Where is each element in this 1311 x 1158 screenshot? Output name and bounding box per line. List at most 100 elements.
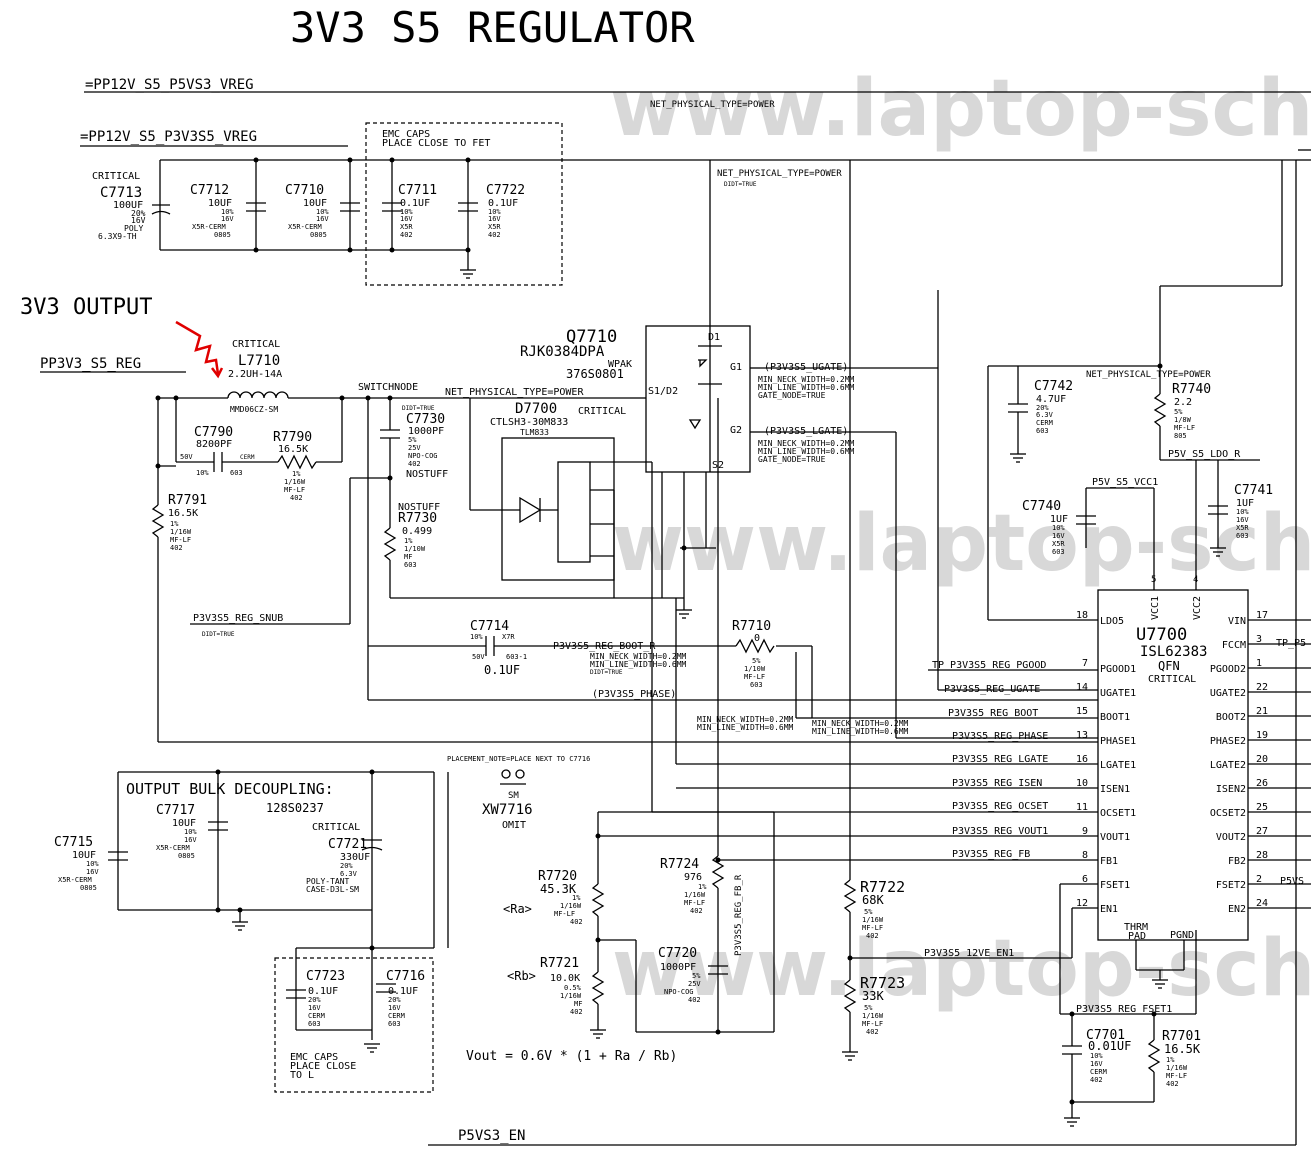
c7790-val: 8200PF	[196, 439, 232, 450]
c7715-a: 10%	[86, 860, 99, 868]
r7724-ref: R7724	[660, 857, 699, 872]
r7790-c: MF-LF	[284, 486, 305, 494]
emc-top-2: PLACE CLOSE TO FET	[382, 138, 490, 149]
u7700-pin-fset2: FSET2	[1216, 880, 1246, 891]
r7791-ref: R7791	[168, 493, 207, 508]
c7717-ref: C7717	[156, 803, 195, 818]
u7700-pin-num: 8	[1082, 850, 1088, 861]
svg-text:D1: D1	[708, 332, 720, 343]
c7721-a: 20%	[340, 862, 353, 870]
d7700-crit: CRITICAL	[578, 406, 626, 417]
c7741-val: 1UF	[1236, 498, 1254, 509]
c7722-d: 402	[488, 231, 501, 239]
input-caps	[151, 157, 478, 279]
u7700-body	[1097, 589, 1249, 941]
u7700-part: ISL62383	[1140, 644, 1207, 660]
gate-1: GATE_NODE=TRUE	[758, 391, 826, 400]
neck-4: MIN_NECK_WIDTH=0.2MM	[812, 719, 909, 728]
net-fb-r: P3V3S5_REG_FB_R	[734, 874, 744, 956]
c7716-a: 20%	[388, 996, 401, 1004]
c7722-a: 10%	[488, 208, 501, 216]
c7713-c: POLY	[124, 224, 143, 233]
r7740-ref: R7740	[1172, 382, 1211, 397]
c7710-c: X5R-CERM	[288, 223, 322, 231]
r7730-ns: NOSTUFF	[398, 502, 440, 513]
c7711-val: 0.1UF	[400, 198, 430, 209]
u7700-pin-boot1: BOOT1	[1100, 712, 1130, 723]
u7700-pin-num: 1	[1256, 658, 1262, 669]
c7710-d: 0805	[310, 231, 327, 239]
gate-2: GATE_NODE=TRUE	[758, 455, 826, 464]
c7720-c: NPO-COG	[664, 988, 694, 996]
net-ugate: P3V3S5_REG_UGATE	[944, 684, 1040, 695]
emc-bottom-3: TO L	[290, 1070, 314, 1081]
net-vreg3: =PP12V_S5_P3V3S5_VREG	[80, 129, 257, 145]
net-out: PP3V3_S5_REG	[40, 356, 141, 372]
q7710-body	[645, 325, 751, 473]
u7700-pin-num: 17	[1256, 610, 1268, 621]
c7717-c: X5R-CERM	[156, 844, 190, 852]
c7701-c: CERM	[1090, 1068, 1107, 1076]
svg-text:G1: G1	[730, 362, 742, 373]
c7723-ref: C7723	[306, 969, 345, 984]
r7722-ref: R7722	[860, 878, 905, 896]
c7722-ref: C7722	[486, 183, 525, 198]
u7700-pin-vout2: VOUT2	[1216, 832, 1246, 843]
net-tp-p5: TP_P5	[1276, 638, 1306, 649]
output-label: 3V3 OUTPUT	[20, 295, 152, 320]
r7724-val: 976	[684, 872, 702, 883]
xw7716-sm: SM	[508, 791, 519, 801]
emc-bottom-1: EMC CAPS	[290, 1052, 338, 1063]
u7700-pin-isen1: ISEN1	[1100, 784, 1130, 795]
c7711-b: 16V	[400, 215, 413, 223]
c7714-val: 0.1UF	[484, 663, 520, 677]
r7721-rb: <Rb>	[507, 969, 536, 983]
c7716-val: 0.1UF	[388, 986, 418, 997]
u7700-crit: CRITICAL	[1148, 674, 1196, 685]
r7723-d: 402	[866, 1028, 879, 1036]
c7720-d: 402	[688, 996, 701, 1004]
c7716-b: 16V	[388, 1004, 401, 1012]
c7714-b: X7R	[502, 633, 515, 641]
didt-2: DIDT=TRUE	[402, 405, 435, 412]
r7723-ref: R7723	[860, 974, 905, 992]
c7715-ref: C7715	[54, 835, 93, 850]
line-2: MIN_LINE_WIDTH=0.6MM	[758, 447, 855, 456]
net-boot: P3V3S5_REG_BOOT	[948, 708, 1038, 719]
u7700-pin-pad: PAD	[1128, 931, 1146, 942]
u7700-ref: U7700	[1136, 625, 1187, 645]
u7700-pins: 18LDO57PGOOD114UGATE115BOOT113PHASE116LG…	[1076, 575, 1311, 942]
neck-3: MIN_NECK_WIDTH=0.2MM	[590, 652, 687, 661]
svg-text:S1/D2: S1/D2	[648, 386, 678, 397]
r7701-c: MF-LF	[1166, 1072, 1187, 1080]
c7720-val: 1000PF	[660, 962, 696, 973]
r7721-b: 1/16W	[560, 992, 582, 1000]
c7713-ref: C7713	[100, 185, 142, 201]
u7700-pin-num: 26	[1256, 778, 1268, 789]
net-power-1: NET_PHYSICAL_TYPE=POWER	[650, 100, 775, 110]
r7791-c: MF-LF	[170, 536, 191, 544]
r7790-ref: R7790	[273, 430, 312, 445]
u7700-pin-num: 19	[1256, 730, 1268, 741]
r7710-val: 0	[754, 633, 760, 644]
r7720-d: 402	[570, 918, 583, 926]
c7712-val: 10UF	[208, 198, 232, 209]
c7712-a: 10%	[221, 208, 234, 216]
didt-4: DIDT=TRUE	[590, 669, 623, 676]
r7722-b: 1/16W	[862, 916, 884, 924]
u7700-pin-num: 28	[1256, 850, 1268, 861]
c7740-val: 1UF	[1050, 514, 1068, 525]
c7716-c: CERM	[388, 1012, 405, 1020]
net-boot-r: P3V3S5_REG_BOOT_R	[553, 641, 656, 652]
net-switchnode: SWITCHNODE	[358, 382, 418, 393]
u7700-pin-num: 24	[1256, 898, 1268, 909]
net-fb: P3V3S5_REG_FB	[952, 849, 1030, 860]
net-lgate: P3V3S5_REG_LGATE	[952, 754, 1048, 765]
u7700-pin-ldo5: LDO5	[1100, 616, 1124, 627]
c7722-val: 0.1UF	[488, 198, 518, 209]
r7790-val: 16.5K	[278, 444, 308, 455]
r7724-c: MF-LF	[684, 899, 705, 907]
c7722-c: X5R	[488, 223, 501, 231]
u7700-pin-thrm: THRM	[1124, 922, 1148, 933]
c7742-d: 603	[1036, 427, 1049, 435]
